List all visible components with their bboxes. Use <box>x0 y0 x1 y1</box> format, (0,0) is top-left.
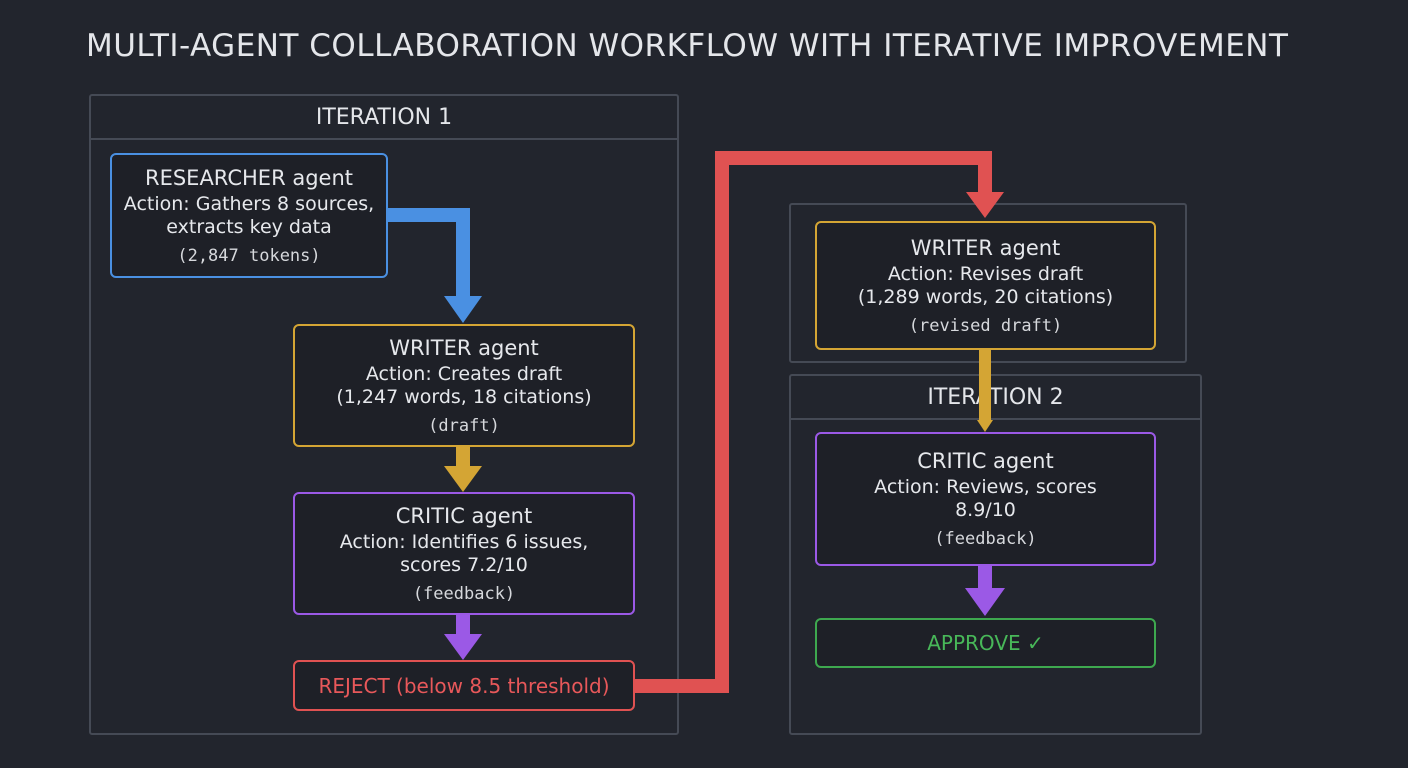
critic-to-reject-arrow <box>456 614 470 636</box>
researcher-action: Action: Gathers 8 sources, <box>123 192 375 215</box>
critic-to-approve-arrowhead <box>965 588 1005 616</box>
critic-to-reject-arrowhead <box>444 634 482 660</box>
diagram-title: MULTI-AGENT COLLABORATION WORKFLOW WITH … <box>86 28 1289 64</box>
critic-action: Action: Identifies 6 issues, <box>339 530 589 553</box>
reject-decision-box: REJECT (below 8.5 threshold) <box>293 660 635 711</box>
researcher-output: (2,847 tokens) <box>177 245 321 266</box>
writer-action: Action: Creates draft <box>365 362 563 385</box>
reject-loop-arrow <box>634 151 992 693</box>
revised-writer-action: Action: Revises draft <box>887 262 1084 285</box>
revised-writer-agent-name: WRITER agent <box>910 235 1061 260</box>
final-critic-action-detail: 8.9/10 <box>955 499 1016 521</box>
reject-decision-label: REJECT (below 8.5 threshold) <box>318 673 610 698</box>
critic-to-approve-arrow <box>978 565 992 591</box>
iteration-1-panel: ITERATION 1 <box>89 94 679 735</box>
writer-action-detail: (1,247 words, 18 citations) <box>336 385 592 408</box>
iteration-1-label: ITERATION 1 <box>91 96 677 140</box>
final-critic-action: Action: Reviews, scores <box>874 476 1097 498</box>
final-critic-agent-name: CRITIC agent <box>917 449 1054 473</box>
reject-loop-arrowhead <box>966 192 1004 218</box>
writer-to-critic-arrow <box>456 446 470 468</box>
iteration-2-panel: ITERATION 2 <box>789 374 1202 735</box>
researcher-agent-name: RESEARCHER agent <box>144 165 354 190</box>
writer-output: (draft) <box>428 415 500 436</box>
critic-agent-name: CRITIC agent <box>395 503 533 528</box>
writer-agent-box: WRITER agent Action: Creates draft (1,24… <box>293 324 635 447</box>
revised-writer-agent-box: WRITER agent Action: Revises draft (1,28… <box>815 221 1156 350</box>
revised-writer-to-critic-arrowhead <box>977 420 993 432</box>
researcher-to-writer-arrowhead <box>444 296 482 323</box>
critic-action-detail: scores 7.2/10 <box>400 553 528 576</box>
revised-writer-to-critic-arrow <box>979 349 991 421</box>
final-critic-agent-box: CRITIC agent Action: Reviews, scores 8.9… <box>815 432 1156 566</box>
final-critic-output: (feedback) <box>934 529 1037 549</box>
researcher-to-writer-arrow <box>386 208 470 300</box>
writer-agent-name: WRITER agent <box>389 335 539 360</box>
researcher-action-detail: extracts key data <box>166 215 332 238</box>
researcher-agent-box: RESEARCHER agent Action: Gathers 8 sourc… <box>110 153 388 278</box>
revised-writer-action-detail: (1,289 words, 20 citations) <box>857 285 1114 308</box>
critic-agent-box: CRITIC agent Action: Identifies 6 issues… <box>293 492 635 615</box>
iteration-2-label: ITERATION 2 <box>791 376 1200 420</box>
approve-decision-box: APPROVE ✓ <box>815 618 1156 668</box>
revised-writer-output: (revised draft) <box>908 315 1063 336</box>
critic-output: (feedback) <box>412 583 516 604</box>
writer-to-critic-arrowhead <box>444 466 482 492</box>
approve-decision-label: APPROVE ✓ <box>927 631 1044 655</box>
